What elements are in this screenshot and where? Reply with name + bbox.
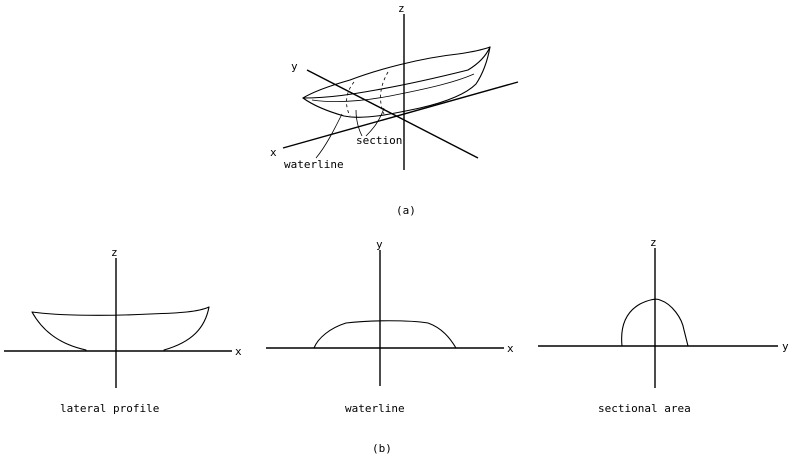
label-axis-x-3d: x xyxy=(270,146,277,159)
view-lateral-profile: z x lateral profile xyxy=(4,246,242,415)
sectional-caption: sectional area xyxy=(598,402,691,415)
lateral-axis-h-label: x xyxy=(235,345,242,358)
hull-waterline-curve xyxy=(312,74,474,102)
panel-b: z x lateral profile y x waterline z y se… xyxy=(4,236,789,455)
sectional-axis-v-label: z xyxy=(650,236,657,249)
lateral-caption: lateral profile xyxy=(60,402,159,415)
label-section: section xyxy=(356,134,402,147)
panel-a: z y x section waterline (a) xyxy=(270,2,518,217)
lateral-hull-curve xyxy=(32,307,209,350)
hull-section-curve xyxy=(347,82,354,116)
leader-section xyxy=(356,110,362,136)
view-sectional-area: z y sectional area xyxy=(538,236,789,415)
hull-deck-edge xyxy=(303,47,490,98)
label-waterline: waterline xyxy=(284,158,344,171)
leader-waterline xyxy=(316,114,342,158)
view-waterline: y x waterline xyxy=(266,238,514,415)
waterline-caption: waterline xyxy=(345,402,405,415)
waterline-shape-curve xyxy=(314,321,456,348)
hull-section-curve-2 xyxy=(381,72,388,114)
hull-upper-edge xyxy=(303,47,490,98)
waterline-axis-h-label: x xyxy=(507,342,514,355)
lateral-axis-v-label: z xyxy=(111,246,118,259)
waterline-axis-v-label: y xyxy=(376,238,383,251)
label-axis-z-3d: z xyxy=(398,2,405,15)
sectional-axis-h-label: y xyxy=(782,340,789,353)
label-axis-y-3d: y xyxy=(291,60,298,73)
caption-a: (a) xyxy=(396,204,416,217)
caption-b: (b) xyxy=(372,442,392,455)
